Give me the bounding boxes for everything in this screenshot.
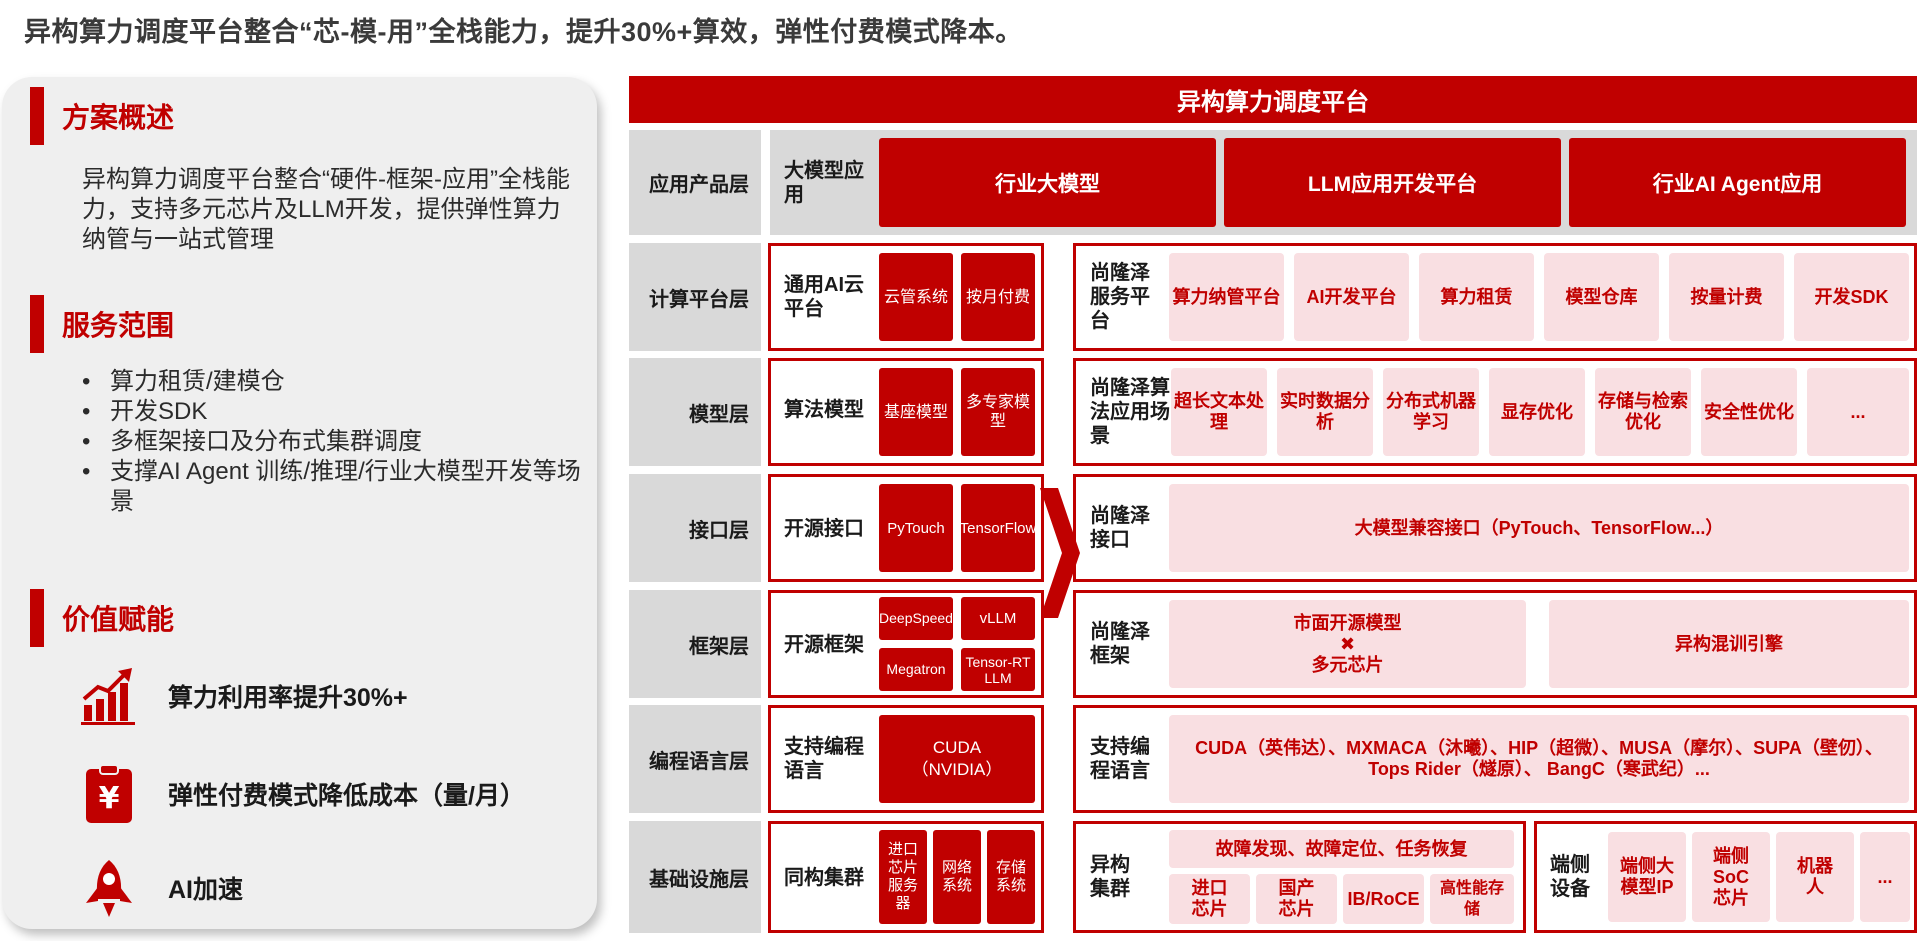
- model-right-item: ...: [1807, 368, 1909, 456]
- app-item: 行业大模型: [879, 138, 1216, 227]
- infra-mid-top-item: 故障发现、故障定位、任务恢复: [1169, 830, 1514, 868]
- language-right-item: CUDA（英伟达）、MXMACA（沐曦）、HIP（超微）、MUSA（摩尔）、SU…: [1169, 715, 1909, 803]
- framework-left-item: Megatron: [879, 648, 953, 691]
- framework-right-item-models-chips: 市面开源模型 ✖ 多元芯片: [1169, 600, 1526, 688]
- infra-left-item: 进口芯片服务器: [879, 830, 927, 924]
- overview-text: 异构算力调度平台整合“硬件-框架-应用”全栈能力，支持多元芯片及LLM开发，提供…: [82, 166, 570, 253]
- framework-left-category: 开源框架: [784, 634, 864, 656]
- model-right-item: 安全性优化: [1701, 368, 1797, 456]
- scope-item: 开发SDK: [82, 397, 582, 427]
- infra-right-item: 端侧SoC芯片: [1692, 832, 1770, 922]
- compute-right-item: 按量计费: [1669, 253, 1784, 341]
- compute-right-item: 开发SDK: [1794, 253, 1909, 341]
- app-item: 行业AI Agent应用: [1569, 138, 1906, 227]
- value-label: 弹性付费模式降低成本（量/月）: [168, 782, 525, 810]
- language-left-item: CUDA（NVIDIA）: [879, 715, 1035, 803]
- compute-left-category: 通用AI云平台: [784, 274, 864, 320]
- infra-right-item: 端侧大模型IP: [1608, 832, 1686, 922]
- scope-heading: 服务范围: [30, 295, 174, 353]
- interface-left-item: PyTouch: [879, 484, 953, 572]
- language-right-category: 支持编程语言: [1090, 736, 1150, 782]
- value-title: 价值赋能: [62, 604, 175, 635]
- framework-left-item: DeepSpeed: [879, 597, 953, 640]
- infra-mid-category: 异构集群: [1090, 854, 1130, 900]
- layer-label-compute: 计算平台层: [629, 243, 761, 351]
- interface-left-item: TensorFlow: [960, 484, 1036, 572]
- layer-label-interface: 接口层: [629, 474, 761, 582]
- layer-label-infra: 基础设施层: [629, 821, 761, 933]
- model-right-item: 存储与检索优化: [1595, 368, 1691, 456]
- layer-label-app: 应用产品层: [629, 130, 761, 235]
- layer-label-model: 模型层: [629, 358, 761, 466]
- interface-right-item: 大模型兼容接口（PyTouch、TensorFlow...）: [1169, 484, 1909, 572]
- value-label: AI加速: [168, 876, 244, 904]
- infra-left-item: 网络系统: [933, 830, 981, 924]
- model-right-item: 超长文本处理: [1171, 368, 1267, 456]
- infra-right-item: 机器人: [1776, 832, 1854, 922]
- app-category: 大模型应用: [784, 160, 864, 206]
- infra-right-category: 端侧设备: [1550, 854, 1590, 900]
- layer-label-language: 编程语言层: [629, 705, 761, 813]
- framework-right-category: 尚隆泽框架: [1090, 621, 1150, 667]
- infra-mid-item: 国产芯片: [1256, 874, 1337, 924]
- value-item-cost: ¥ 弹性付费模式降低成本（量/月）: [78, 763, 525, 825]
- headline: 异构算力调度平台整合“芯-模-用”全栈能力，提升30%+算效，弹性付费模式降本。: [24, 17, 1023, 47]
- rocket-icon: [86, 860, 132, 917]
- interface-left-category: 开源接口: [784, 518, 864, 540]
- model-right-category: 尚隆泽算法应用场景: [1090, 377, 1170, 447]
- infra-mid-item: IB/RoCE: [1343, 874, 1424, 924]
- scope-item: 支撑AI Agent 训练/推理/行业大模型开发等场景: [82, 457, 582, 517]
- overview-title: 方案概述: [62, 102, 175, 133]
- framework-left-item: Tensor-RT LLM: [961, 648, 1035, 691]
- value-heading: 价值赋能: [30, 589, 174, 647]
- framework-right-item-line: 市面开源模型: [1293, 612, 1402, 633]
- scope-item: 算力租赁/建模仓: [82, 367, 582, 397]
- scope-title: 服务范围: [62, 310, 175, 341]
- model-right-item: 实时数据分析: [1277, 368, 1373, 456]
- model-left-item: 基座模型: [879, 368, 953, 456]
- infra-mid-item: 进口芯片: [1169, 874, 1250, 924]
- heading-bar: [30, 87, 44, 145]
- svg-text:¥: ¥: [99, 781, 120, 816]
- infra-left-category: 同构集群: [784, 867, 864, 889]
- compute-right-item: 算力租赁: [1419, 253, 1534, 341]
- platform-title: 异构算力调度平台: [629, 76, 1917, 123]
- framework-right-item-line: 多元芯片: [1311, 654, 1384, 675]
- chart-growth-icon: [81, 668, 135, 725]
- infra-left-item: 存储系统: [987, 830, 1035, 924]
- infra-right-item: ...: [1860, 832, 1910, 922]
- value-item-utilization: 算力利用率提升30%+: [78, 665, 408, 727]
- value-item-ai-accel: AI加速: [78, 857, 243, 919]
- compute-right-item: AI开发平台: [1294, 253, 1409, 341]
- model-right-item: 显存优化: [1489, 368, 1585, 456]
- language-left-category: 支持编程语言: [784, 736, 864, 782]
- infra-mid-item: 高性能存储: [1430, 874, 1514, 924]
- overview-heading: 方案概述: [30, 87, 174, 145]
- scope-list: 算力租赁/建模仓 开发SDK 多框架接口及分布式集群调度 支撑AI Agent …: [82, 367, 582, 517]
- compute-right-item: 模型仓库: [1544, 253, 1659, 341]
- compute-right-category: 尚隆泽服务平台: [1090, 262, 1150, 332]
- model-left-category: 算法模型: [784, 399, 864, 421]
- interface-right-category: 尚隆泽接口: [1090, 505, 1150, 551]
- scope-item: 多框架接口及分布式集群调度: [82, 427, 582, 457]
- left-summary-panel: 方案概述 异构算力调度平台整合“硬件-框架-应用”全栈能力，支持多元芯片及LLM…: [2, 77, 597, 929]
- layer-label-framework: 框架层: [629, 590, 761, 698]
- yuan-bill-icon: ¥: [86, 764, 132, 823]
- model-left-item: 多专家模型: [961, 368, 1035, 456]
- heading-bar: [30, 295, 44, 353]
- multiply-icon: ✖: [1339, 633, 1356, 654]
- heading-bar: [30, 589, 44, 647]
- app-item: LLM应用开发平台: [1224, 138, 1561, 227]
- compute-left-item: 按月付费: [961, 253, 1035, 341]
- framework-left-item: vLLM: [961, 597, 1035, 640]
- model-right-item: 分布式机器学习: [1383, 368, 1479, 456]
- right-chevron-arrow-icon: [1040, 488, 1080, 618]
- compute-left-item: 云管系统: [879, 253, 953, 341]
- compute-right-item: 算力纳管平台: [1169, 253, 1284, 341]
- framework-right-item: 异构混训引擎: [1549, 600, 1909, 688]
- value-label: 算力利用率提升30%+: [168, 684, 408, 712]
